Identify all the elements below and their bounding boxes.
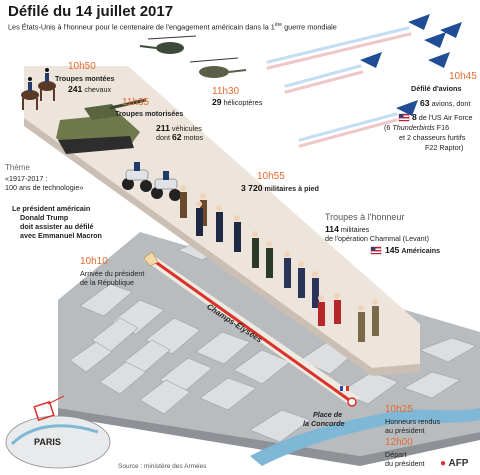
soldiers-illustration bbox=[180, 185, 379, 342]
concorde-marker bbox=[347, 397, 357, 407]
jets-illustration bbox=[266, 14, 462, 148]
arrival-line2: de la République bbox=[80, 278, 134, 287]
page-subtitle: Les États-Unis à l'honneur pour le cente… bbox=[8, 22, 337, 31]
honor-unit: militaires bbox=[340, 225, 370, 234]
flag-fr-white bbox=[343, 386, 346, 391]
city-label: PARIS bbox=[34, 437, 61, 447]
seine-river bbox=[250, 408, 480, 466]
afp-logo: ● AFP bbox=[440, 458, 468, 469]
theme-label: Thème bbox=[5, 163, 30, 172]
helicopters-illustration bbox=[139, 35, 247, 78]
motorized-vehicles: 211 bbox=[156, 123, 170, 133]
trump-note-4: avec Emmanuel Macron bbox=[20, 231, 102, 240]
helicopters-line: 29 hélicoptères bbox=[212, 97, 263, 108]
trump-note-1: Le président américain bbox=[12, 204, 91, 213]
aircraft-count-line: 63 avions, dont bbox=[420, 98, 471, 109]
honor-us-count: 145 bbox=[385, 245, 400, 255]
aircraft-us-line4: F22 Raptor) bbox=[425, 143, 464, 152]
city-map bbox=[58, 232, 480, 466]
aircraft-us-line1: de l'US Air Force bbox=[418, 113, 473, 122]
theme-line2: 100 ans de technologie» bbox=[5, 183, 84, 192]
subtitle-sup: ère bbox=[274, 22, 283, 28]
aircraft-us-count: 8 bbox=[412, 112, 417, 122]
aircraft-thunderbirds: Thunderbirds bbox=[392, 123, 435, 132]
honor-us-unit: Américains bbox=[401, 246, 441, 255]
motorized-vehicles-unit: véhicules bbox=[171, 124, 202, 133]
aircraft-us-line: 8 de l'US Air Force bbox=[412, 112, 473, 123]
afp-logo-mark: ● bbox=[440, 458, 447, 469]
horses-illustration bbox=[21, 68, 56, 110]
aircraft-us-line2: (6 Thunderbirds F16 bbox=[384, 123, 449, 132]
arrival-line1: Arrivée du président bbox=[80, 269, 145, 278]
theme-line1: «1917-2017 : bbox=[5, 174, 48, 183]
afp-logo-text: AFP bbox=[448, 458, 469, 469]
mounted-count: 241 bbox=[68, 84, 83, 94]
us-flag-troops bbox=[370, 246, 382, 255]
helicopters-count: 29 bbox=[212, 97, 222, 107]
honors-line1: Honneurs rendus bbox=[385, 417, 441, 426]
motorized-motos-prefix: dont bbox=[156, 133, 170, 142]
tank-illustration bbox=[56, 98, 147, 154]
departure-line2: du président bbox=[385, 459, 425, 468]
foot-line: 3 720 militaires à pied bbox=[241, 183, 319, 194]
arrival-time: 10h10 bbox=[80, 256, 108, 267]
subtitle-end: guerre mondiale bbox=[282, 22, 337, 32]
map-blocks bbox=[69, 239, 477, 443]
mounted-unit: chevaux bbox=[84, 85, 112, 94]
mounted-time: 10h50 bbox=[68, 61, 96, 72]
honor-count-line: 114 militaires bbox=[325, 224, 370, 235]
motorized-motos-line: dont 62 motos bbox=[156, 132, 204, 143]
motorized-vehicles-line: 211 véhicules bbox=[156, 123, 202, 134]
helicopters-unit: hélicoptères bbox=[223, 98, 263, 107]
honor-us-line: 145 Américains bbox=[385, 245, 441, 256]
trump-note-3: doit assister au défilé bbox=[20, 222, 94, 231]
concorde-line1: Place de bbox=[313, 410, 343, 419]
helicopters-time: 11h30 bbox=[212, 86, 240, 97]
page-title: Défilé du 14 juillet 2017 bbox=[8, 3, 174, 20]
source-note: Source : ministère des Armées bbox=[118, 463, 207, 470]
foot-count: 3 720 bbox=[241, 183, 263, 193]
motorized-time: 11h35 bbox=[122, 97, 150, 108]
honor-line2: de l'opération Chammal (Levant) bbox=[325, 234, 430, 243]
departure-line1: Départ bbox=[385, 450, 407, 459]
aircraft-us-line3: et 2 chasseurs furtifs bbox=[399, 133, 466, 142]
motorized-motos-unit: motos bbox=[183, 133, 204, 142]
arrival-marker bbox=[143, 251, 159, 267]
mounted-count-line: 241 chevaux bbox=[68, 84, 112, 95]
aircraft-time: 10h45 bbox=[449, 71, 477, 82]
aircraft-label: Défilé d'avions bbox=[411, 84, 462, 93]
aircraft-count: 63 bbox=[420, 98, 430, 108]
flag-fr-red bbox=[346, 386, 349, 391]
trump-note-2: Donald Trump bbox=[20, 213, 69, 222]
mounted-label: Troupes montées bbox=[55, 74, 115, 83]
motorbikes-illustration bbox=[122, 162, 181, 201]
paris-inset bbox=[5, 395, 111, 469]
aircraft-count-unit: avions, dont bbox=[431, 99, 471, 108]
honor-count: 114 bbox=[325, 224, 339, 234]
flag-fr-blue bbox=[340, 386, 343, 391]
aircraft-us-line2-suffix: F16 bbox=[434, 123, 450, 132]
aircraft-us-line2-prefix: (6 bbox=[384, 123, 393, 132]
departure-time: 12h00 bbox=[385, 437, 413, 448]
motorized-motos: 62 bbox=[172, 132, 182, 142]
honor-title: Troupes à l'honneur bbox=[325, 212, 405, 222]
motorized-label: Troupes motorisées bbox=[115, 109, 184, 118]
us-flag-aircraft bbox=[398, 113, 410, 122]
parade-route bbox=[149, 256, 353, 404]
concorde-line2: la Concorde bbox=[303, 419, 345, 428]
foot-unit: militaires à pied bbox=[264, 184, 319, 193]
subtitle-main: Les États-Unis à l'honneur pour le cente… bbox=[8, 22, 275, 32]
honors-time: 10h25 bbox=[385, 404, 413, 415]
foot-time: 10h55 bbox=[257, 171, 285, 182]
honors-line2: au président bbox=[385, 426, 425, 435]
